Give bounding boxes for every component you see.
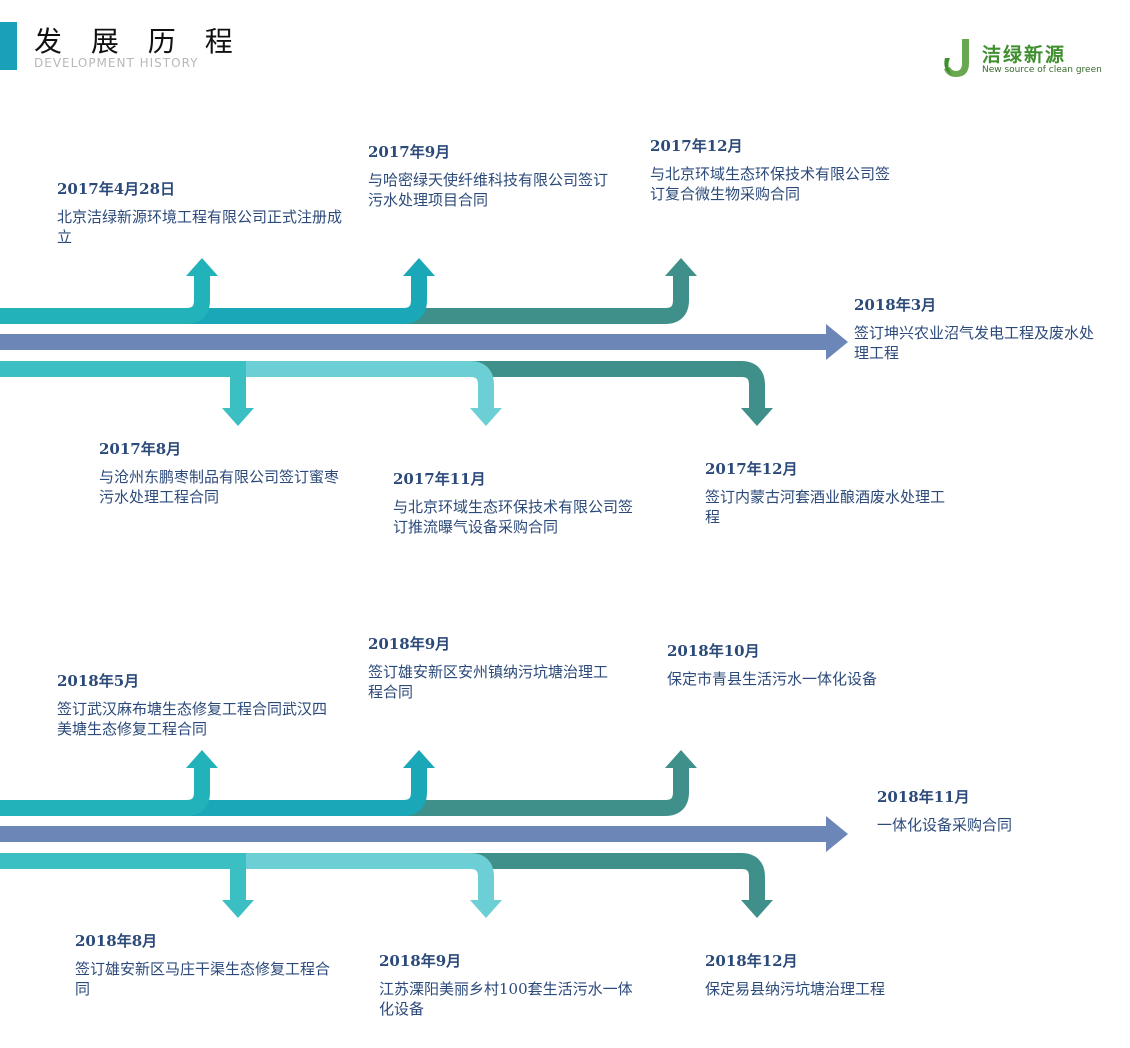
down-arrow-1-head	[222, 900, 254, 918]
down-arrow-3	[0, 853, 765, 901]
event-description: 一体化设备采购合同	[877, 816, 1013, 834]
up-arrow-2	[0, 275, 427, 324]
event-date: 2017年8月	[99, 440, 182, 458]
down-arrow-3-head	[741, 408, 773, 426]
down-arrow-1-head	[222, 408, 254, 426]
event-description: 与沧州东鹏枣制品有限公司签订蜜枣污水处理工程合同	[99, 468, 340, 506]
up-arrow-3	[0, 767, 689, 816]
timeline-event: 2017年12月 与北京环域生态环保技术有限公司签订复合微生物采购合同	[650, 135, 900, 204]
up-arrow-1	[0, 767, 210, 816]
timeline-event: 2018年3月 签订坤兴农业沼气发电工程及废水处理工程	[854, 294, 1104, 363]
event-description: 保定易县纳污坑塘治理工程	[705, 980, 886, 998]
up-arrow-1-head	[186, 750, 218, 768]
timeline-event: 2018年9月 签订雄安新区安州镇纳污坑塘治理工程合同	[368, 633, 618, 702]
up-arrow-2-head	[403, 258, 435, 276]
down-arrow-2-head	[470, 900, 502, 918]
main-arrow-head	[826, 324, 848, 360]
logo-name: 洁绿新源	[982, 44, 1067, 66]
timeline-2018-arrows	[0, 750, 848, 918]
event-description: 保定市青县生活污水一体化设备	[667, 670, 878, 688]
event-date: 2018年11月	[877, 788, 970, 806]
page-title: 发 展 历 程	[34, 25, 243, 58]
event-description: 签订内蒙古河套酒业酿酒废水处理工程	[705, 488, 946, 526]
event-description: 签订坤兴农业沼气发电工程及废水处理工程	[854, 324, 1095, 362]
event-description: 与北京环域生态环保技术有限公司签订复合微生物采购合同	[650, 165, 891, 203]
timeline-2017-arrows	[0, 258, 848, 426]
page-subtitle: DEVELOPMENT HISTORY	[34, 56, 199, 70]
timeline-event: 2018年5月 签订武汉麻布塘生态修复工程合同武汉四美塘生态修复工程合同	[57, 670, 327, 739]
up-arrow-1	[0, 275, 210, 324]
event-description: 北京洁绿新源环境工程有限公司正式注册成立	[57, 208, 343, 246]
event-description: 江苏溧阳美丽乡村100套生活污水一体化设备	[379, 980, 633, 1018]
timeline-event: 2017年12月 签订内蒙古河套酒业酿酒废水处理工程	[705, 458, 955, 527]
timeline-event: 2017年9月 与哈密绿天使纤维科技有限公司签订污水处理项目合同	[368, 141, 618, 210]
event-date: 2018年9月	[368, 635, 451, 653]
event-description: 签订雄安新区马庄干渠生态修复工程合同	[75, 960, 331, 998]
up-arrow-2	[0, 767, 427, 816]
company-logo: 洁绿新源 New source of clean green	[942, 36, 1112, 80]
main-arrow-head	[826, 816, 848, 852]
main-arrow-shaft	[0, 334, 832, 350]
logo-j-icon	[944, 39, 969, 77]
up-arrow-3-head	[665, 258, 697, 276]
timeline-event: 2018年10月 保定市青县生活污水一体化设备	[667, 640, 927, 689]
timeline-event: 2018年12月 保定易县纳污坑塘治理工程	[705, 950, 965, 999]
event-date: 2017年12月	[650, 137, 743, 155]
timeline-event: 2017年4月28日 北京洁绿新源环境工程有限公司正式注册成立	[57, 178, 342, 247]
timeline-event: 2017年8月 与沧州东鹏枣制品有限公司签订蜜枣污水处理工程合同	[99, 438, 349, 507]
up-arrow-1-head	[186, 258, 218, 276]
timeline-event: 2017年11月 与北京环域生态环保技术有限公司签订推流曝气设备采购合同	[393, 468, 643, 537]
event-date: 2018年3月	[854, 296, 937, 314]
down-arrow-3-head	[741, 900, 773, 918]
down-arrow-3	[0, 361, 765, 409]
event-date: 2018年8月	[75, 932, 158, 950]
down-arrow-1	[0, 853, 246, 901]
event-date: 2017年9月	[368, 143, 451, 161]
event-date: 2017年11月	[393, 470, 486, 488]
down-arrow-2	[0, 361, 494, 409]
event-description: 签订武汉麻布塘生态修复工程合同武汉四美塘生态修复工程合同	[57, 700, 328, 738]
up-arrow-2-head	[403, 750, 435, 768]
event-description: 签订雄安新区安州镇纳污坑塘治理工程合同	[368, 663, 609, 701]
event-date: 2017年12月	[705, 460, 798, 478]
timeline-event: 2018年11月 一体化设备采购合同	[877, 786, 1117, 835]
event-date: 2018年9月	[379, 952, 462, 970]
event-date: 2018年10月	[667, 642, 760, 660]
down-arrow-2	[0, 853, 494, 901]
main-arrow-shaft	[0, 826, 832, 842]
timeline-event: 2018年8月 签订雄安新区马庄干渠生态修复工程合同	[75, 930, 330, 999]
event-date: 2017年4月28日	[57, 180, 176, 198]
down-arrow-2-head	[470, 408, 502, 426]
up-arrow-3	[0, 275, 689, 324]
event-date: 2018年5月	[57, 672, 140, 690]
event-description: 与北京环域生态环保技术有限公司签订推流曝气设备采购合同	[393, 498, 634, 536]
title-accent-bar	[0, 22, 17, 70]
up-arrow-3-head	[665, 750, 697, 768]
timeline-event: 2018年9月 江苏溧阳美丽乡村100套生活污水一体化设备	[379, 950, 644, 1019]
event-description: 与哈密绿天使纤维科技有限公司签订污水处理项目合同	[368, 171, 609, 209]
event-date: 2018年12月	[705, 952, 798, 970]
down-arrow-1	[0, 361, 246, 409]
logo-slogan: New source of clean green	[982, 65, 1102, 75]
